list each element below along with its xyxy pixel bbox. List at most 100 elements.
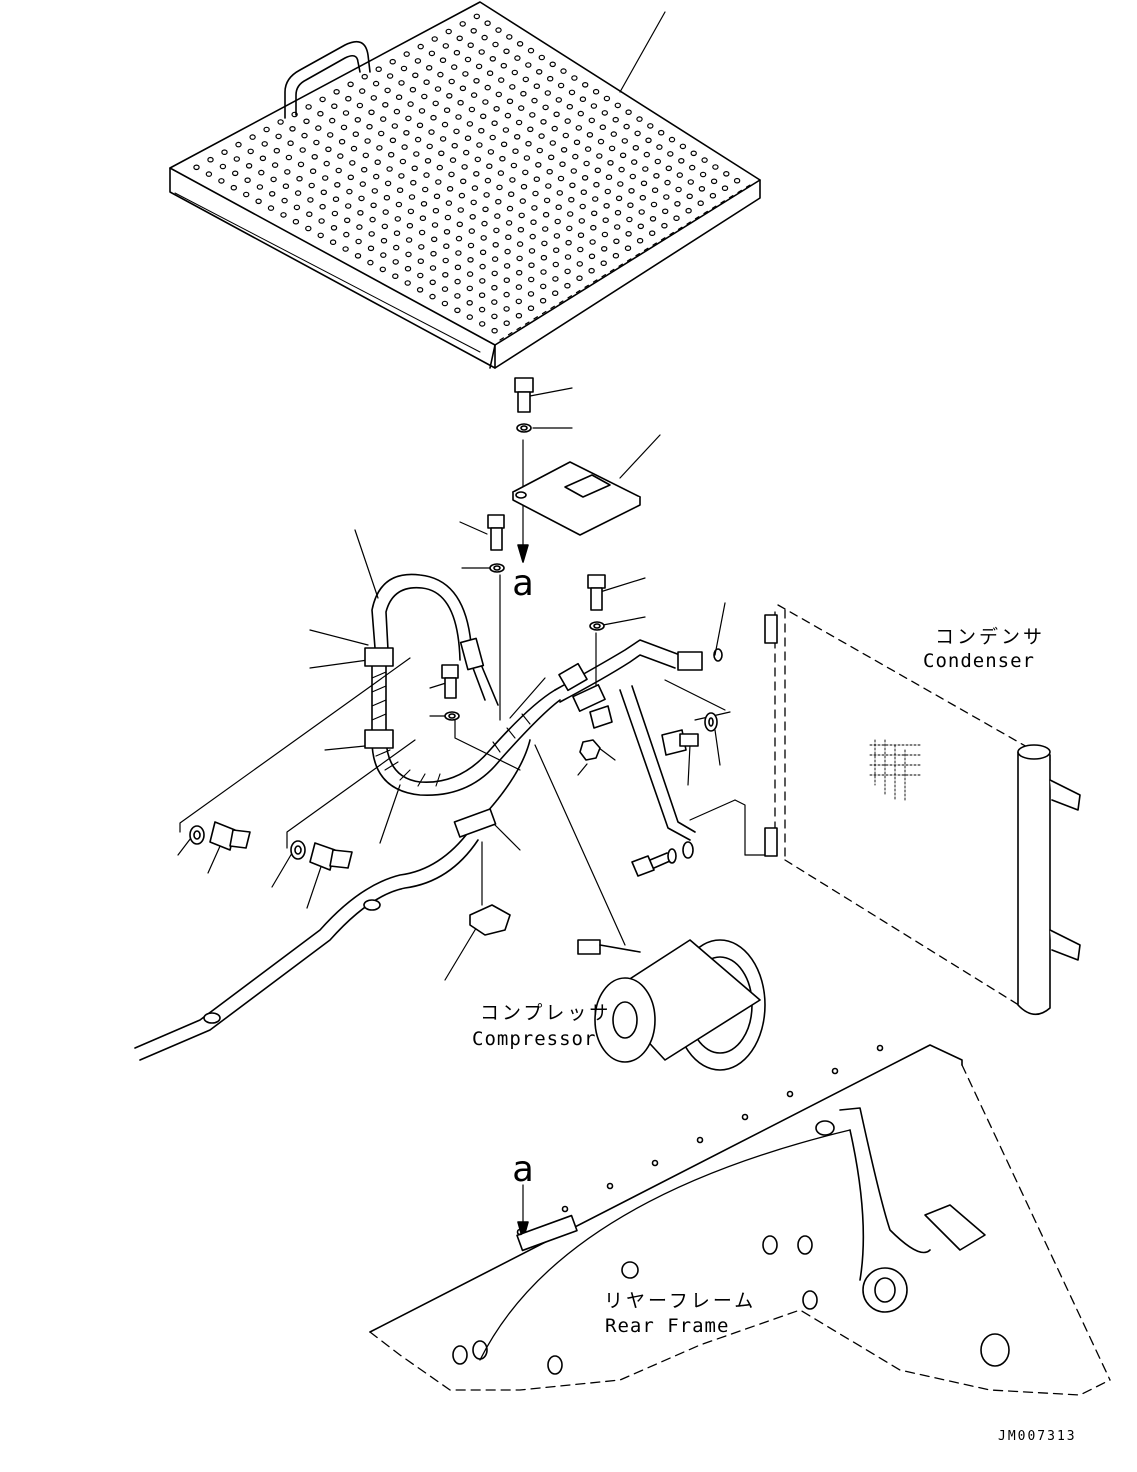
perforation-hole <box>432 100 439 107</box>
perforation-hole <box>710 178 718 185</box>
perforation-hole <box>665 165 673 172</box>
perforation-hole <box>340 124 348 131</box>
perforation-hole <box>506 98 514 105</box>
perforation-hole <box>551 125 558 132</box>
leader-lines <box>177 11 776 1226</box>
perforation-hole <box>317 232 324 239</box>
perforation-hole <box>538 133 545 139</box>
perforation-hole <box>514 55 521 61</box>
perforation-hole <box>584 146 592 152</box>
perforation-hole <box>366 123 373 130</box>
perforation-hole <box>445 28 452 35</box>
perforation-hole <box>467 256 474 263</box>
perforation-hole <box>417 272 424 279</box>
perforation-hole <box>564 118 571 124</box>
perforation-hole <box>381 223 388 230</box>
perforation-hole <box>391 123 398 129</box>
perforation-hole <box>445 200 453 206</box>
perforation-hole <box>484 20 491 27</box>
perforation-hole <box>500 141 508 148</box>
perforation-hole <box>367 245 375 252</box>
perforation-hole <box>337 153 344 159</box>
perforation-hole <box>503 48 510 55</box>
perforation-hole <box>484 177 492 184</box>
perforation-hole <box>592 196 599 202</box>
perforation-hole <box>678 158 685 164</box>
perforation-hole <box>395 94 403 101</box>
perforation-hole <box>280 212 287 218</box>
perforation-hole <box>552 261 560 268</box>
perforation-hole <box>311 154 318 160</box>
perforation-hole <box>441 121 449 128</box>
ref-letter-a-bottom: a <box>512 1149 534 1190</box>
perforation-hole <box>653 173 660 179</box>
perforation-hole <box>453 49 461 56</box>
rear-frame <box>369 1044 1111 1396</box>
perforation-hole <box>313 139 320 146</box>
perforation-hole <box>408 194 416 200</box>
perforation-hole <box>468 106 476 113</box>
perforation-hole <box>484 84 491 91</box>
perforation-hole <box>607 160 614 166</box>
perforation-hole <box>533 176 541 183</box>
perforation-hole <box>656 144 663 150</box>
perforation-hole <box>599 124 607 131</box>
perforation-hole <box>271 162 279 168</box>
perforation-hole <box>617 181 624 187</box>
perforation-hole <box>439 136 447 142</box>
perforation-hole <box>479 278 486 284</box>
perforation-hole <box>588 267 595 274</box>
perforation-hole <box>453 128 460 135</box>
perforation-hole <box>491 270 498 277</box>
perforation-hole <box>297 161 305 168</box>
perforation-hole <box>557 175 565 182</box>
perforation-hole <box>331 210 339 217</box>
perforation-hole <box>712 164 719 170</box>
perforation-hole <box>634 130 641 137</box>
perforation-hole <box>619 152 627 159</box>
perforation-hole <box>436 164 443 171</box>
perforation-hole <box>676 172 684 178</box>
perforation-hole <box>535 162 542 168</box>
perforation-hole <box>473 78 480 84</box>
perforation-hole <box>350 145 358 152</box>
perforation-hole <box>638 209 645 215</box>
perforation-hole <box>545 183 552 189</box>
perforation-hole <box>514 134 521 140</box>
perforation-hole <box>368 231 375 237</box>
perforation-hole <box>327 132 334 138</box>
perforation-hole <box>255 198 262 205</box>
perforation-hole <box>552 290 559 297</box>
perforation-hole <box>308 182 315 189</box>
perforation-hole <box>493 106 500 112</box>
rear-frame-label-en: Rear Frame <box>605 1315 730 1337</box>
perforation-hole <box>347 174 354 181</box>
perforation-hole <box>428 129 435 135</box>
perforation-hole <box>582 82 589 88</box>
perforation-hole <box>668 136 676 143</box>
perforation-hole <box>539 297 547 304</box>
perforation-hole <box>525 62 532 68</box>
perforation-hole <box>389 137 397 144</box>
perforation-hole <box>492 242 499 248</box>
perforation-hole <box>650 201 658 208</box>
perforation-hole <box>505 234 512 241</box>
perforation-hole <box>564 268 571 275</box>
perforation-hole <box>439 57 447 64</box>
perforation-hole <box>645 137 652 144</box>
perforation-hole <box>451 64 458 70</box>
perforation-hole <box>245 163 253 169</box>
perforation-hole <box>329 239 337 246</box>
perforation-hole <box>466 285 473 292</box>
perforation-hole <box>317 110 324 117</box>
perforation-hole <box>372 80 380 87</box>
perforation-hole <box>446 93 453 99</box>
perforation-hole <box>556 190 564 196</box>
perforation-hole <box>615 195 623 202</box>
perforation-hole <box>479 321 486 327</box>
perforation-hole <box>679 143 687 150</box>
perforation-hole <box>614 102 622 109</box>
perforation-hole <box>470 92 478 98</box>
perforation-hole <box>503 306 510 312</box>
perforation-hole <box>454 278 461 285</box>
